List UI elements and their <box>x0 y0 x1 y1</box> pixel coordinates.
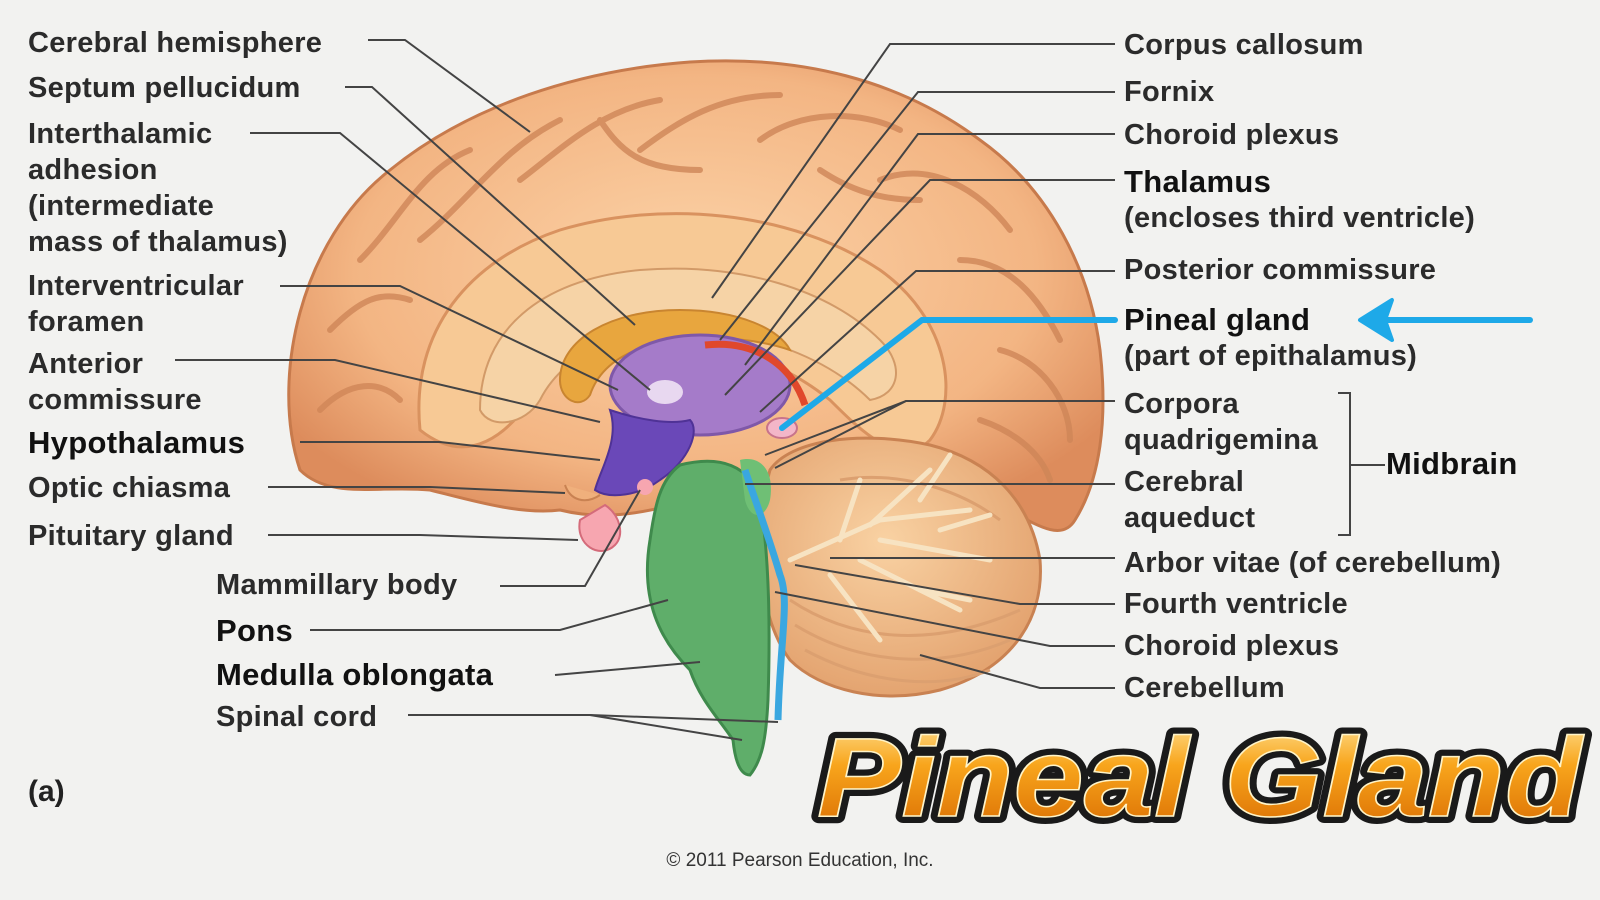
interthalamic-adhesion-shape <box>647 380 683 404</box>
label-fornix: Fornix <box>1124 74 1214 111</box>
label-cerebellum: Cerebellum <box>1124 670 1285 707</box>
label-hypothalamus: Hypothalamus <box>28 424 245 461</box>
cerebrum <box>289 61 1103 531</box>
label-pituitary-gland: Pituitary gland <box>28 518 234 555</box>
label-cerebral-aqueduct-1: Cerebral <box>1124 464 1244 501</box>
label-pineal-note: (part of epithalamus) <box>1124 338 1417 375</box>
label-choroid-plexus-bottom: Choroid plexus <box>1124 628 1339 665</box>
label-corpora-1: Corpora <box>1124 386 1239 423</box>
copyright: © 2011 Pearson Education, Inc. <box>0 850 1600 872</box>
label-interthalamic-3: (intermediate <box>28 188 214 225</box>
label-corpora-2: quadrigemina <box>1124 422 1318 459</box>
label-spinal-cord: Spinal cord <box>216 699 377 736</box>
label-corpus-callosum: Corpus callosum <box>1124 27 1364 64</box>
label-interthalamic-1: Interthalamic <box>28 116 212 153</box>
label-septum-pellucidum: Septum pellucidum <box>28 70 301 107</box>
label-cerebral-aqueduct-2: aqueduct <box>1124 500 1255 537</box>
label-anterior-2: commissure <box>28 382 202 419</box>
label-medulla-oblongata: Medulla oblongata <box>216 656 493 693</box>
label-optic-chiasma: Optic chiasma <box>28 470 230 507</box>
label-posterior-commissure: Posterior commissure <box>1124 252 1436 289</box>
label-midbrain: Midbrain <box>1386 445 1518 482</box>
panel-letter: (a) <box>28 775 65 809</box>
label-choroid-plexus-top: Choroid plexus <box>1124 117 1339 154</box>
label-interventricular-1: Interventricular <box>28 268 244 305</box>
label-cerebral-hemisphere: Cerebral hemisphere <box>28 25 322 62</box>
title-overlay: Pineal Gland Pineal Gland <box>805 712 1595 842</box>
label-interthalamic-2: adhesion <box>28 152 158 189</box>
label-mammillary-body: Mammillary body <box>216 567 457 604</box>
title-text: Pineal Gland <box>817 715 1585 840</box>
label-anterior-1: Anterior <box>28 346 143 383</box>
label-pons: Pons <box>216 612 293 649</box>
label-thalamus-note: (encloses third ventricle) <box>1124 200 1475 237</box>
label-thalamus: Thalamus <box>1124 163 1271 200</box>
label-interventricular-2: foramen <box>28 304 145 341</box>
label-pineal-gland: Pineal gland <box>1124 301 1310 338</box>
label-fourth-ventricle: Fourth ventricle <box>1124 586 1348 623</box>
label-interthalamic-4: mass of thalamus) <box>28 224 288 261</box>
label-arbor-vitae: Arbor vitae (of cerebellum) <box>1124 545 1501 582</box>
